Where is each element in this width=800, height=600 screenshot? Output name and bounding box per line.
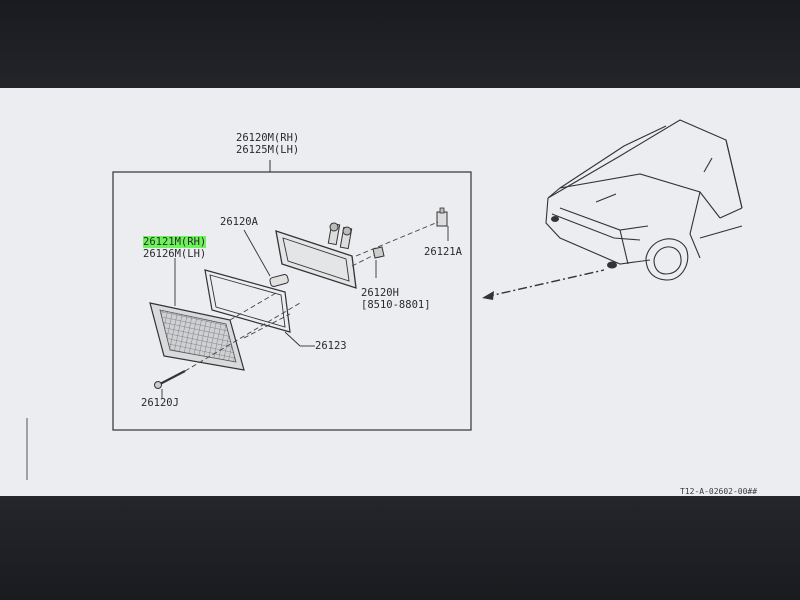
monitor-bezel-bottom — [0, 496, 800, 600]
label-gasket: 26123 — [315, 340, 347, 352]
clip-part — [372, 246, 385, 259]
label-socket: 26121A — [424, 246, 462, 258]
label-assembly-rh: 26120M(RH) — [236, 132, 300, 144]
monitor-bezel-top — [0, 0, 800, 92]
label-lens-rh: 26121M(RH) — [143, 236, 207, 248]
car-fog-lamp-right — [607, 261, 617, 269]
label-bulb: 26120A — [220, 216, 258, 228]
label-screw: 26120J — [141, 397, 179, 409]
car-fog-lamp-left — [551, 216, 559, 222]
assembly-lines — [184, 221, 439, 372]
bulb-part — [269, 273, 289, 287]
location-arrow — [482, 269, 605, 300]
label-housing-range: [8510-8801] — [361, 299, 431, 311]
gasket-part — [204, 269, 291, 333]
label-lens-lh: 26126M(LH) — [143, 248, 207, 260]
socket-part — [436, 207, 448, 227]
drawing-code: T12-A-02602-00## — [680, 487, 758, 496]
label-assembly-lh: 26125M(LH) — [236, 144, 300, 156]
housing-part — [275, 222, 357, 289]
parts-diagram-screen: 26120M(RH) 26125M(LH) 26121M(RH) 26126M(… — [0, 88, 800, 498]
leader-lines — [161, 226, 449, 398]
parts-frame — [112, 171, 472, 431]
screw-part — [154, 370, 186, 389]
highlighted-part-number: 26121M(RH) — [143, 236, 207, 248]
parts-diagram-drawing — [26, 119, 743, 480]
lens-part — [149, 302, 245, 371]
label-housing: 26120H — [361, 287, 399, 299]
car-illustration — [545, 119, 743, 281]
